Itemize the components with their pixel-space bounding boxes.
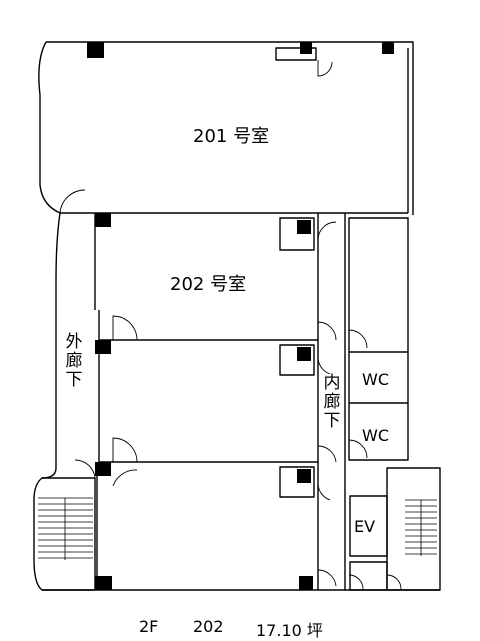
- door-swing: [348, 329, 368, 349]
- column: [95, 462, 111, 476]
- stair-left-frame: [33, 477, 96, 591]
- wc-label-2: WC: [362, 426, 389, 445]
- door-swing: [112, 437, 138, 463]
- outer-wall-top: [46, 41, 414, 215]
- ev-label: EV: [354, 517, 376, 536]
- door-swing: [348, 574, 364, 590]
- door-swing: [317, 60, 333, 77]
- room-201-label: 201 号室: [193, 126, 270, 147]
- door-swing: [317, 355, 331, 375]
- wc-label-1: WC: [362, 370, 389, 389]
- outer-wall-left-201: [38, 41, 95, 214]
- door-swing: [74, 459, 96, 479]
- caption-unit: 202: [193, 617, 224, 636]
- door-swing: [317, 483, 331, 501]
- door-swing: [112, 469, 138, 487]
- caption-area: 17.10 坪: [256, 621, 323, 640]
- door-swing: [112, 315, 138, 341]
- pipe-shaft-201: [275, 47, 317, 61]
- door-swing: [348, 439, 368, 459]
- door-swing: [317, 321, 337, 341]
- inner-corridor-label: 内 廊 下: [323, 373, 341, 431]
- column: [382, 42, 394, 54]
- column: [297, 469, 311, 483]
- core-bottom-box: [349, 561, 388, 591]
- door-swing: [386, 574, 402, 590]
- outer-corridor-edge: [41, 212, 61, 479]
- pipe-shaft-204: [279, 466, 315, 498]
- outer-corridor-label: 外 廊 下: [65, 332, 83, 390]
- room-202-label: 202 号室: [170, 274, 247, 295]
- column: [300, 42, 312, 54]
- column: [297, 347, 311, 361]
- pipe-shaft-202: [279, 217, 315, 251]
- column: [297, 220, 311, 234]
- column: [87, 42, 104, 58]
- pipe-shaft-203: [279, 344, 315, 376]
- door-swing: [59, 189, 86, 214]
- column: [95, 213, 111, 227]
- door-swing: [317, 569, 337, 587]
- column: [95, 576, 112, 590]
- stair-right-frame: [386, 467, 441, 591]
- caption-floor: 2F: [139, 617, 159, 636]
- column: [299, 576, 313, 590]
- wc-block: [348, 217, 409, 461]
- column: [95, 340, 111, 354]
- door-swing: [317, 221, 337, 241]
- door-swing: [317, 445, 337, 463]
